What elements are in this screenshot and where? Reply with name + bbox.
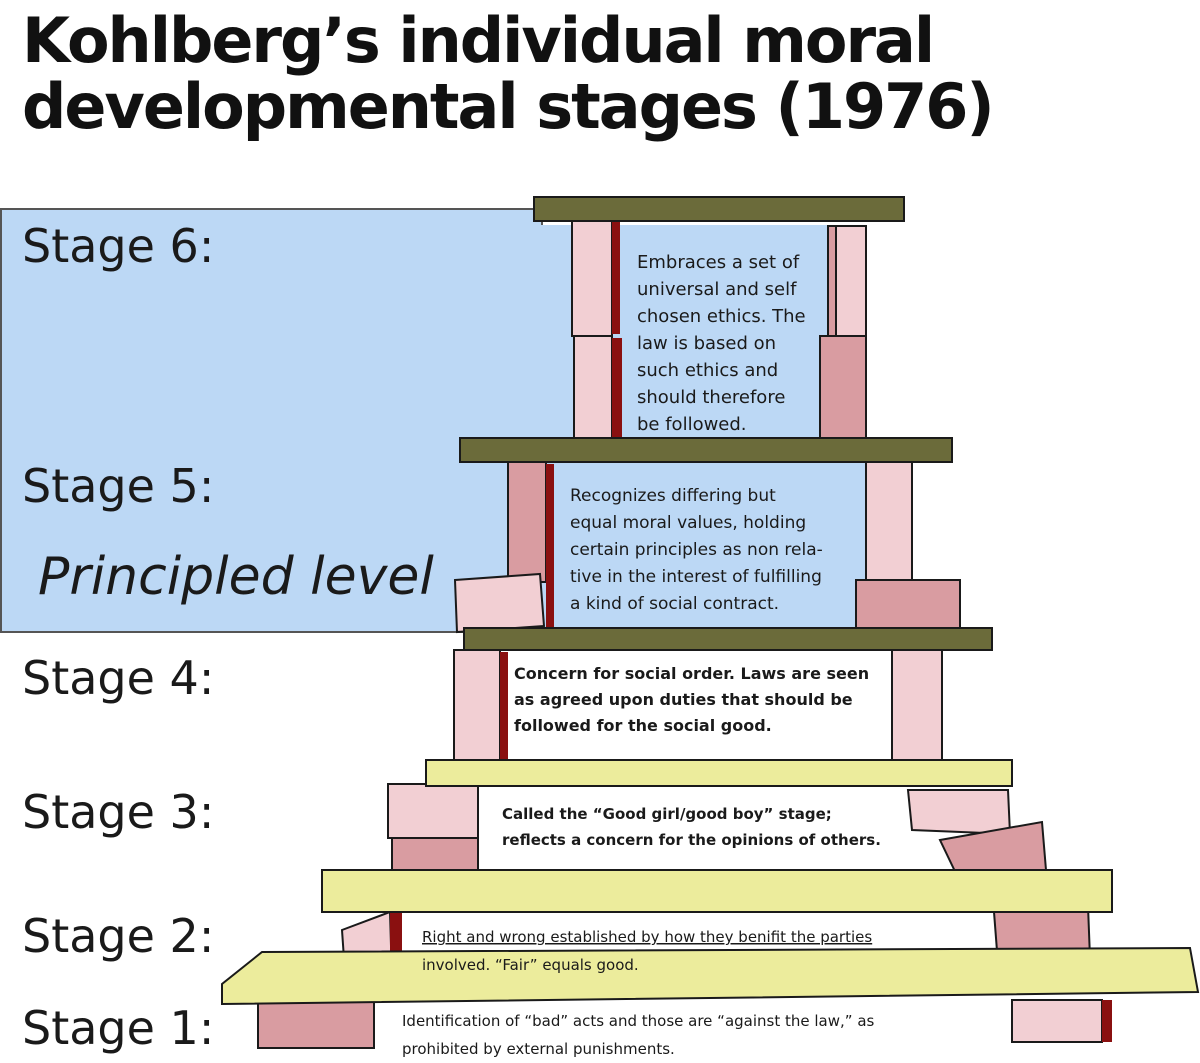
description-line: involved. “Fair” equals good. (422, 956, 639, 974)
description-line: universal and self (637, 279, 797, 300)
stage-2-description: Right and wrong established by how they … (422, 928, 872, 974)
description-line: law is based on (637, 333, 776, 354)
stage-3-label: Stage 3: (22, 785, 214, 839)
block (573, 335, 613, 439)
description-line: equal moral values, holding (570, 513, 806, 533)
stage-1-description: Identification of “bad” acts and those a… (402, 1012, 875, 1058)
block (453, 649, 501, 763)
stage-4-board (463, 627, 993, 651)
description-line: followed for the social good. (514, 716, 772, 735)
stage-2-label: Stage 2: (22, 909, 214, 963)
stage-3-description: Called the “Good girl/good boy” stage; r… (502, 805, 881, 849)
description-line: tive in the interest of fulfilling (570, 567, 822, 587)
stage-3-board (425, 759, 1013, 787)
stage-1-blocks (257, 999, 1112, 1049)
stage-6-board (533, 196, 905, 222)
description-line: be followed. (637, 414, 747, 435)
principled-level-panel (0, 208, 543, 633)
block (453, 572, 546, 634)
stage-6-blocks (571, 217, 867, 439)
block-shadow (546, 464, 554, 628)
block (387, 783, 479, 839)
principled-level-panel-mid (540, 460, 865, 632)
description-line: certain principles as non rela- (570, 540, 823, 560)
stage-4-blocks (453, 649, 943, 763)
description-line: Embraces a set of (637, 252, 800, 273)
block (865, 461, 913, 581)
stage-1-label: Stage 1: (22, 1001, 214, 1055)
principled-level-label: Principled level (38, 547, 434, 607)
stage-5-description: Recognizes differing but equal moral val… (570, 486, 823, 614)
block (891, 649, 943, 763)
description-line: such ethics and (637, 360, 778, 381)
title-line-1: Kohlberg’s individual moral (22, 4, 935, 77)
title-line-2: developmental stages (1976) (22, 70, 995, 143)
block (835, 225, 867, 337)
block (1011, 999, 1103, 1043)
stage-2-board (321, 869, 1113, 913)
description-line: prohibited by external punishments. (402, 1040, 675, 1058)
block (906, 789, 1012, 836)
block-shadow (1102, 1000, 1112, 1042)
description-line: reflects a concern for the opinions of o… (502, 831, 881, 849)
description-line: Concern for social order. Laws are seen (514, 664, 869, 683)
block (571, 217, 613, 337)
stage-4-description: Concern for social order. Laws are seen … (514, 664, 869, 735)
block-shadow (500, 652, 508, 760)
block (257, 1001, 375, 1049)
description-line: as agreed upon duties that should be (514, 690, 853, 709)
stage-6-label: Stage 6: (22, 219, 214, 273)
stage-6-description: Embraces a set of universal and self cho… (637, 252, 806, 435)
description-line: chosen ethics. The (637, 306, 806, 327)
diagram-title: Kohlberg’s individual moral developmenta… (22, 8, 1022, 140)
description-line: a kind of social contract. (570, 594, 779, 614)
description-line: Called the “Good girl/good boy” stage; (502, 805, 832, 823)
block (855, 579, 961, 629)
block (819, 335, 867, 439)
description-line: should therefore (637, 387, 785, 408)
description-line: Recognizes differing but (570, 486, 776, 506)
block (507, 461, 547, 583)
block-shadow (612, 220, 620, 334)
block-shadow (612, 338, 622, 438)
stage-5-label: Stage 5: (22, 459, 214, 513)
stage-5-blocks (453, 461, 961, 634)
stage-3-blocks (387, 783, 1048, 888)
stage-5-board (459, 437, 953, 463)
stage-4-label: Stage 4: (22, 651, 214, 705)
description-line: Right and wrong established by how they … (422, 928, 872, 946)
description-line: Identification of “bad” acts and those a… (402, 1012, 875, 1030)
stage-1-board (221, 946, 1200, 1006)
